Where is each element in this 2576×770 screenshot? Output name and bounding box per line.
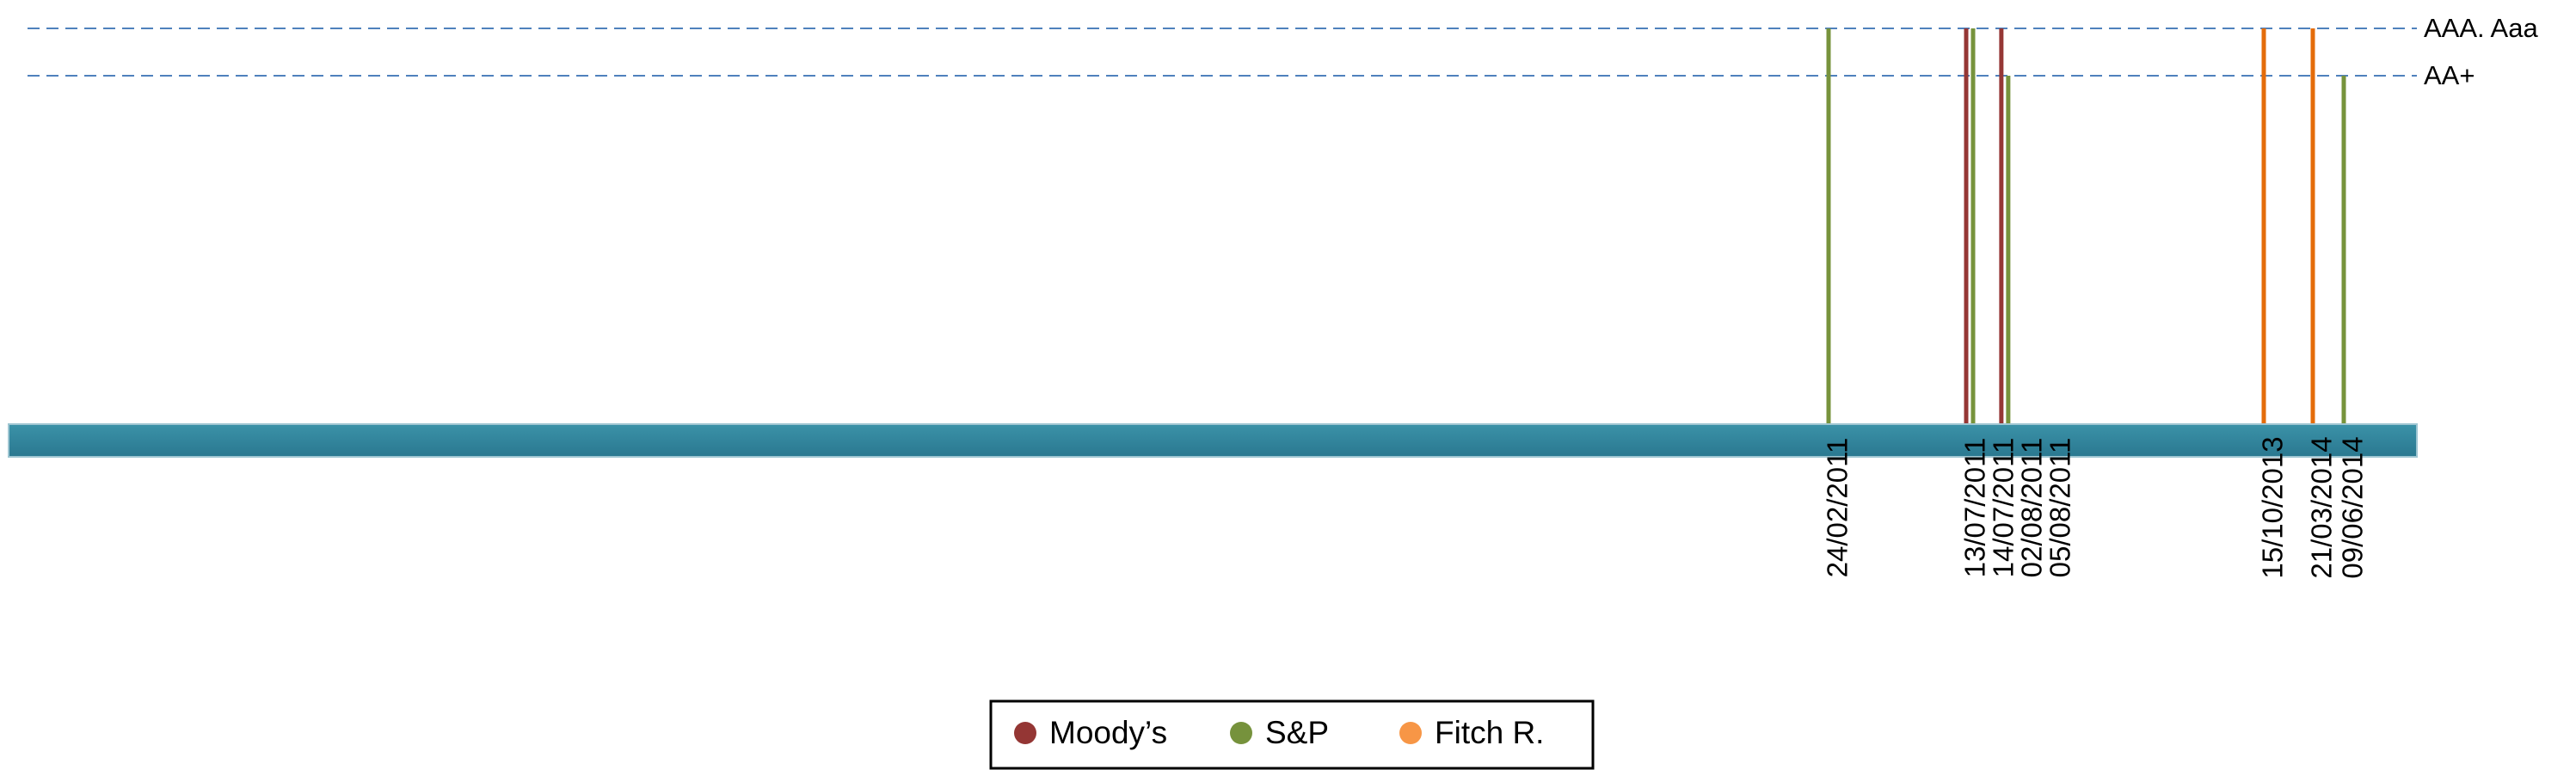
reference-label: AA+ [2424,60,2475,90]
legend-label: S&P [1265,715,1329,750]
legend-marker [1014,722,1036,744]
date-label: 14/07/2011 [1988,438,2020,578]
reference-lines [28,28,2417,77]
legend-label: Fitch R. [1435,715,1544,750]
legend: Moody’s S&P Fitch R. [989,699,1595,770]
event-lines [1826,28,2346,424]
date-label: 09/06/2014 [2337,436,2369,578]
legend-label: Moody’s [1049,715,1167,750]
date-label: 24/02/2011 [1822,438,1854,578]
date-label: 21/03/2014 [2306,436,2338,578]
date-label: 13/07/2011 [1959,438,1991,578]
date-label: 02/08/2011 [2016,438,2048,578]
legend-marker [1230,722,1252,744]
legend-box [989,699,1595,770]
timeline-axis-bar [8,423,2418,458]
reference-label: AAA. Aaa [2424,13,2538,43]
date-labels: 24/02/2011 13/07/201114/07/201102/08/2011… [1822,436,2369,578]
date-label: 05/08/2011 [2044,438,2076,578]
legend-marker [1399,722,1422,744]
date-label: 15/10/2013 [2257,436,2289,578]
